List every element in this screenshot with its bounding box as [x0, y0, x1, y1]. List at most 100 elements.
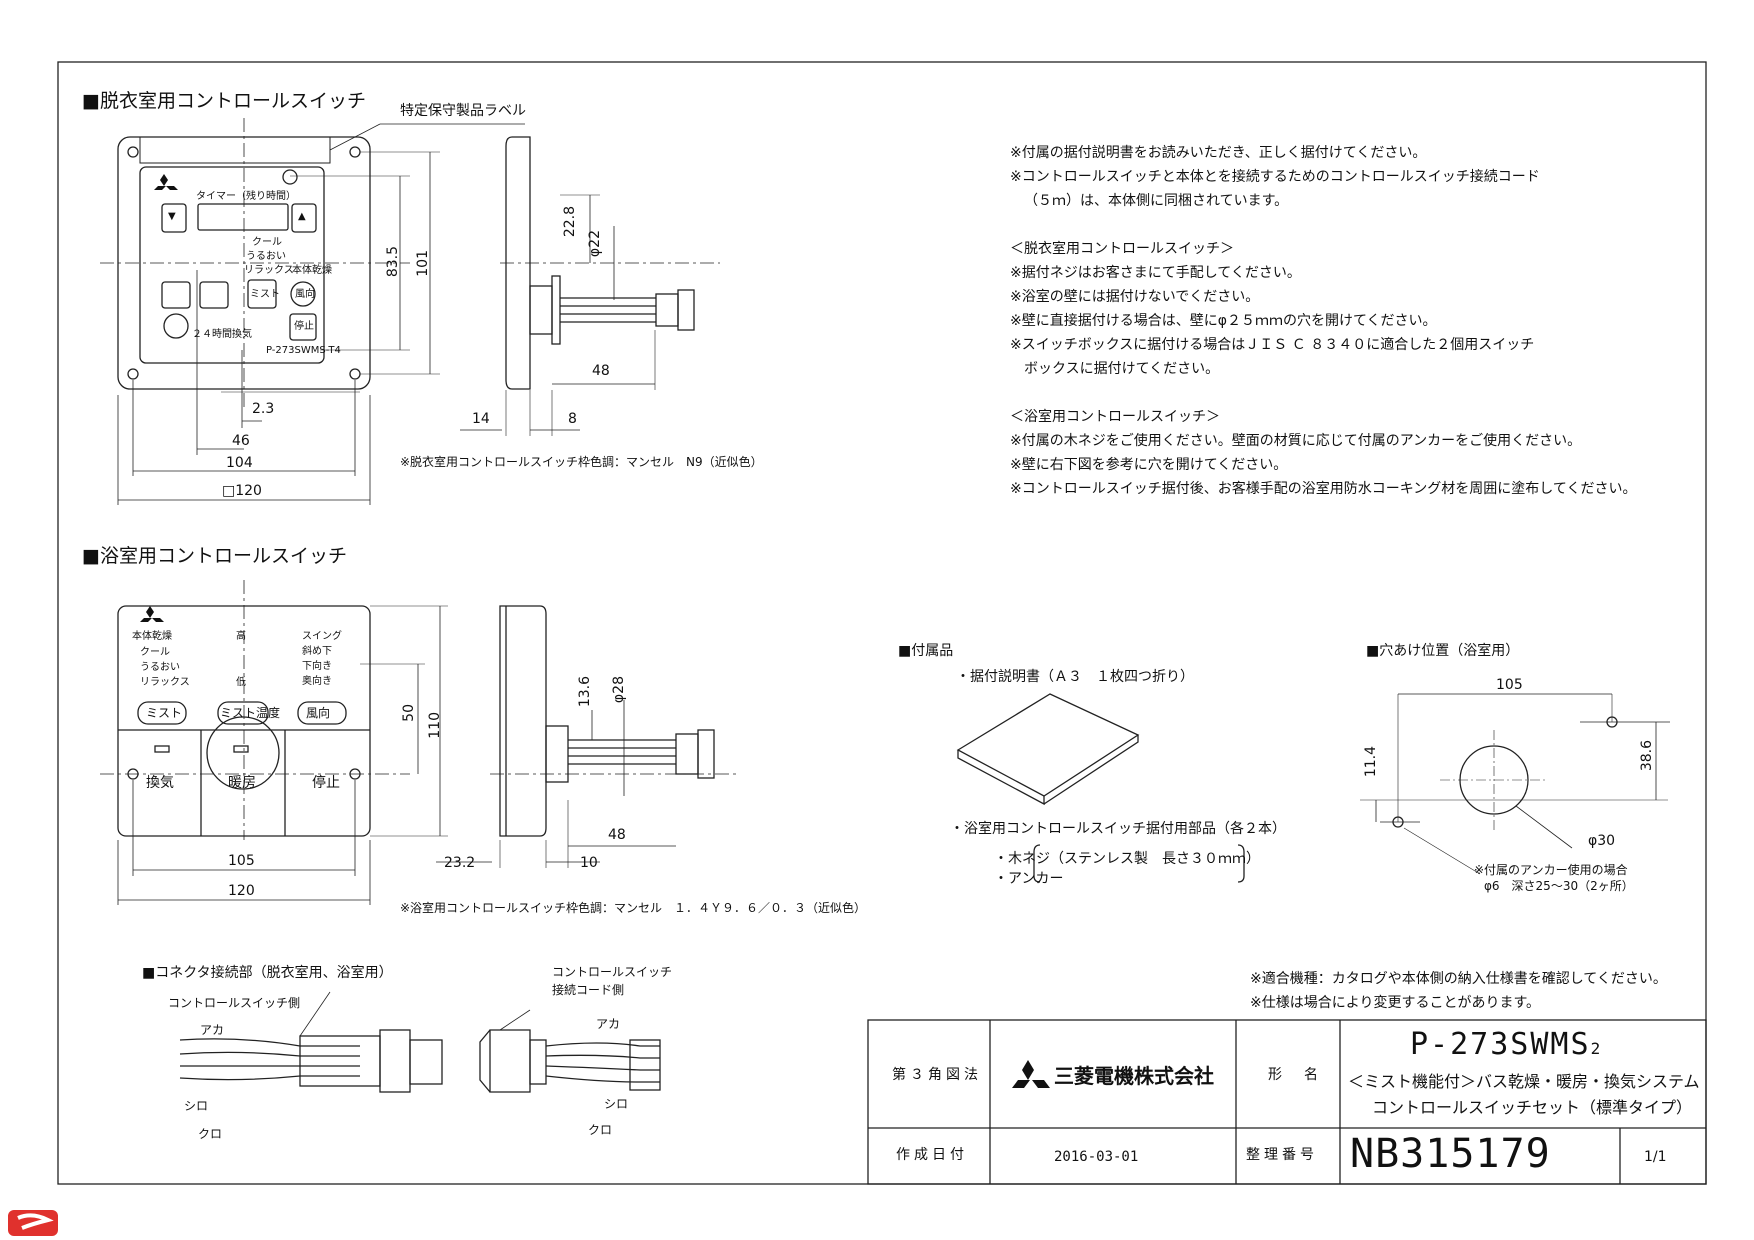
accessory-sub-1: ・木ネジ（ステンレス製 長さ３０ｍｍ）: [994, 851, 1260, 867]
dim-10: 10: [580, 855, 598, 871]
hole-dim-105: 105: [1496, 677, 1523, 693]
instruction-booklet-drawing: [956, 693, 1245, 883]
bath-naname-label: 斜め下: [302, 646, 332, 657]
note-line: ※浴室の壁には据付けないでください。: [1010, 289, 1260, 305]
number-label: 整理番号: [1246, 1147, 1318, 1163]
dim-50: 50: [401, 704, 417, 722]
dim-bath-48: 48: [608, 827, 626, 843]
panel-up-button: ▲: [298, 211, 306, 222]
bath-switch-side: [436, 605, 740, 868]
connector-drawing: [179, 991, 661, 1093]
dim-14: 14: [472, 411, 490, 427]
bath-relax-label: リラックス: [140, 677, 190, 688]
note-line: ※スイッチボックスに据付ける場合はＪＩＳ Ｃ ８３４０に適合した２個用スイッチ: [1010, 337, 1535, 353]
panel-timer-label: タイマー（残り時間）: [196, 191, 296, 202]
panel-honti-label: 本体乾燥: [292, 265, 332, 276]
date-value: 2016-03-01: [1054, 1149, 1139, 1165]
bath-shita-label: 下向き: [302, 661, 332, 672]
title-block-grid: [867, 1019, 1707, 1185]
dim-83-5: 83.5: [385, 246, 401, 278]
bath-teishi-button: 停止: [312, 775, 340, 791]
model-desc-2: コントロールスイッチセット（標準タイプ）: [1372, 1098, 1693, 1117]
bath-cool-label: クール: [140, 647, 170, 658]
panel-mist-label: ミスト: [250, 289, 280, 300]
note-line: ＜脱衣室用コントロールスイッチ＞: [1010, 241, 1234, 257]
dressing-logo-icon: [154, 174, 178, 190]
mitsubishi-logo-icon: [1012, 1060, 1050, 1088]
hole-position-drawing: [1360, 693, 1670, 875]
page-number: 1/1: [1644, 1149, 1667, 1165]
bath-lo-label: 低: [236, 677, 246, 688]
connector-cord-side-label-1: コントロールスイッチ: [552, 965, 673, 979]
note-line: ボックスに据付けてください。: [1024, 361, 1220, 377]
corner-badge-icon: [8, 1210, 58, 1236]
panel-model-label: P-273SWMS-T4: [266, 345, 341, 356]
bath-oku-label: 奥向き: [302, 676, 332, 687]
panel-down-button: ▼: [168, 211, 176, 222]
dressing-color-note: ※脱衣室用コントロールスイッチ枠色調：マンセル N9（近似色）: [400, 455, 763, 469]
dim-bath-105: 105: [228, 853, 255, 869]
model-main: P-273SWMS: [1410, 1027, 1591, 1062]
panel-teishi-label: 停止: [294, 321, 314, 332]
dim-101: 101: [415, 250, 431, 277]
connector-cord-side-label-2: 接続コード側: [552, 983, 625, 997]
hole-dim-phi30: φ30: [1588, 833, 1616, 849]
model-desc-1: ＜ミスト機能付＞バス乾燥・暖房・換気システム: [1348, 1072, 1700, 1091]
note-line: ※壁に右下図を参考に穴を開けてください。: [1010, 457, 1288, 473]
company-name: 三菱電機株式会社: [1054, 1064, 1214, 1088]
name-label: 形 名: [1268, 1067, 1322, 1083]
footer-note-1: ※適合機種：カタログや本体側の納入仕様書を確認してください。: [1250, 971, 1667, 987]
dim-phi28: φ28: [611, 676, 627, 704]
bath-fukou-button: 風向: [306, 706, 331, 720]
wire-shiro-left: シロ: [184, 1099, 209, 1113]
note-line: [1010, 214, 1636, 238]
drawing-number: NB315179: [1350, 1131, 1551, 1177]
bath-mist-ondo-button: ミスト温度: [220, 706, 281, 720]
bath-switch-front: [100, 580, 448, 905]
wire-aka-left: アカ: [200, 1023, 225, 1037]
accessory-item-1: ・据付説明書（Ａ３ １枚四つ折り）: [956, 669, 1194, 685]
panel-24h-label: ２４時間換気: [192, 329, 252, 340]
dim-phi22: φ22: [587, 230, 603, 258]
accessory-sub-2: ・アンカー: [994, 871, 1064, 887]
model-sub: 2: [1590, 1039, 1603, 1058]
bath-color-note: ※浴室用コントロールスイッチ枠色調：マンセル １．４Ｙ９．６／０．３（近似色）: [400, 901, 867, 915]
note-line: ※付属の据付説明書をお読みいただき、正しく据付けてください。: [1010, 145, 1427, 161]
bath-swing-label: スイング: [302, 631, 342, 642]
projection-label: 第３角図法: [892, 1067, 982, 1083]
anchor-note-1: ※付属のアンカー使用の場合: [1474, 863, 1628, 877]
accessories-heading: ■付属品: [898, 643, 954, 659]
footer-note-2: ※仕様は場合により変更することがあります。: [1250, 995, 1541, 1011]
hole-dim-11-4: 11.4: [1363, 746, 1379, 778]
dim-23-2: 23.2: [444, 855, 476, 871]
note-line: ※コントロールスイッチ据付後、お客様手配の浴室用防水コーキング材を周囲に塗布して…: [1010, 481, 1637, 497]
note-line: [1010, 382, 1636, 406]
dressing-switch-side: [460, 136, 720, 436]
wire-aka-right: アカ: [596, 1017, 621, 1031]
dim-110: 110: [427, 712, 443, 739]
wire-kuro-left: クロ: [198, 1127, 223, 1141]
dim-8: 8: [568, 411, 577, 427]
notes-block: ※付属の据付説明書をお読みいただき、正しく据付けてください。 ※コントロールスイッ…: [1010, 142, 1636, 502]
model-number: P-273SWMS2: [1410, 1030, 1602, 1060]
date-label: 作成日付: [896, 1147, 968, 1163]
bath-mist-button: ミスト: [146, 706, 183, 720]
bath-danbou-button: 暖房: [228, 775, 256, 791]
bath-logo-icon: [140, 606, 164, 622]
dim-2-3: 2.3: [252, 401, 275, 417]
wire-shiro-right: シロ: [604, 1097, 629, 1111]
bath-heading: ■浴室用コントロールスイッチ: [82, 545, 347, 567]
panel-fukou-label: 風向: [295, 289, 315, 300]
panel-uruoi-label: うるおい: [246, 251, 286, 262]
bath-kanki-button: 換気: [146, 775, 174, 791]
note-line: （５ｍ）は、本体側に同梱されています。: [1024, 193, 1289, 209]
bath-honti-label: 本体乾燥: [132, 631, 172, 642]
panel-cool-label: クール: [252, 237, 282, 248]
dressing-heading: ■脱衣室用コントロールスイッチ: [82, 90, 366, 112]
hole-heading: ■穴あけ位置（浴室用）: [1366, 643, 1520, 659]
connector-heading: ■コネクタ接続部（脱衣室用、浴室用）: [142, 965, 393, 981]
dim-120: □120: [222, 483, 262, 499]
note-line: ＜浴室用コントロールスイッチ＞: [1010, 409, 1220, 425]
